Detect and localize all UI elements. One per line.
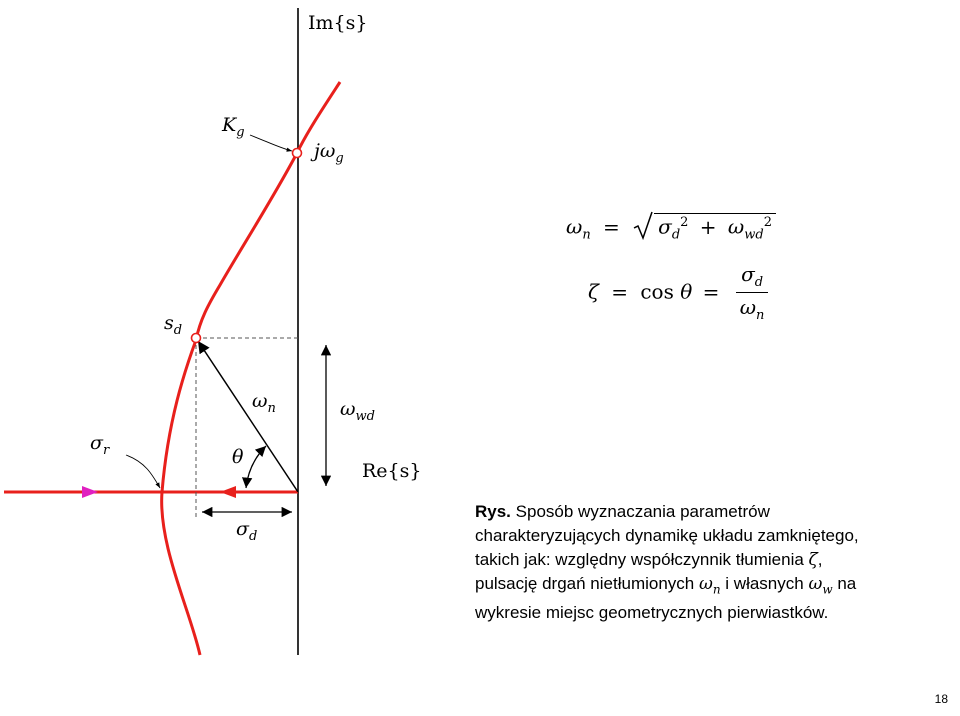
equation-zeta: ζ = cos θ = σd ωn bbox=[588, 264, 769, 322]
caption-line-3: takich jak: względny współczynnik tłumie… bbox=[475, 550, 823, 570]
omega-wd-label: ωwd bbox=[340, 398, 375, 424]
j-omega-g-label: jωg bbox=[314, 140, 344, 166]
equation-omega-n: ωn = σd2 + ωwd2 bbox=[566, 211, 776, 242]
sigma-r-pointer bbox=[125, 454, 161, 489]
sigma-d-label: σd bbox=[236, 518, 258, 544]
caption-rys: Rys. bbox=[475, 502, 511, 521]
caption-line-2: charakteryzujących dynamikę układu zamkn… bbox=[475, 526, 859, 545]
sqrt-sign: σd2 + ωwd2 bbox=[632, 211, 776, 242]
magenta-arrow-icon bbox=[82, 486, 98, 498]
k-g-label: Kg bbox=[222, 114, 245, 140]
page-number: 18 bbox=[934, 692, 948, 706]
im-axis-label: Im{s} bbox=[308, 12, 368, 34]
root-locus-branch bbox=[160, 81, 342, 656]
theta-label: θ bbox=[232, 446, 244, 468]
jomega-g-point bbox=[291, 147, 303, 159]
omega-n-label: ωn bbox=[252, 390, 276, 416]
s-d-point bbox=[190, 332, 202, 344]
s-d-label: sd bbox=[164, 312, 183, 338]
red-arrow-icon bbox=[220, 486, 236, 498]
sigma-r-label: σr bbox=[90, 432, 110, 458]
figure-caption: Rys. Sposób wyznaczania parametrów chara… bbox=[475, 500, 945, 625]
caption-line-5: wykresie miejsc geometrycznych pierwiast… bbox=[475, 603, 829, 623]
caption-line-4: pulsację drgań nietłumionych ωn i własny… bbox=[475, 574, 857, 597]
theta-arc bbox=[241, 445, 267, 489]
caption-line-1: Sposób wyznaczania parametrów bbox=[515, 502, 770, 521]
kg-pointer bbox=[249, 134, 293, 152]
omega-n-vector bbox=[197, 340, 299, 493]
re-axis-label: Re{s} bbox=[362, 460, 422, 482]
fraction: σd ωn bbox=[735, 264, 769, 322]
